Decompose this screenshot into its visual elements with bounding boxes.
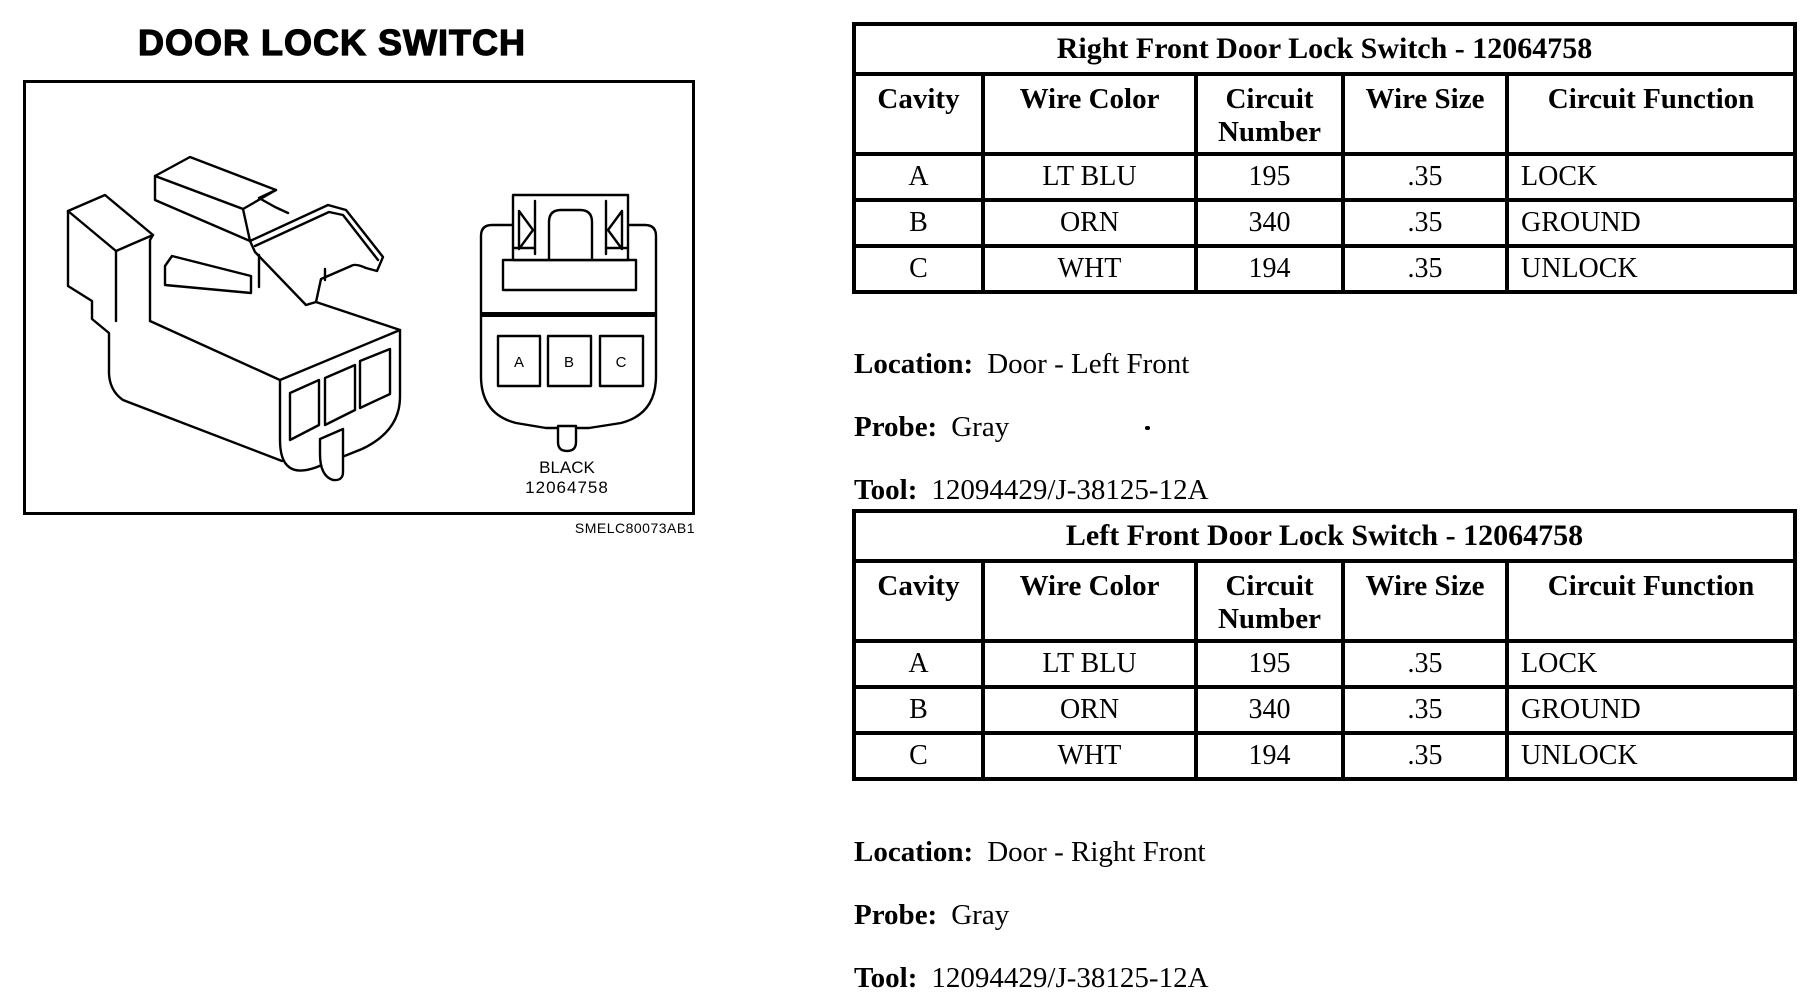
cavity-cell: B [852, 685, 985, 735]
header-row: Cavity Wire Color Circuit Number Wire Si… [852, 559, 1798, 643]
cavity-cell: B [852, 198, 985, 248]
circuit-number-cell: 195 [1194, 152, 1345, 202]
col-header-circuit-number: Circuit Number [1194, 72, 1345, 156]
probe-label: Probe: [854, 899, 938, 931]
wire-color-cell: LT BLU [981, 152, 1198, 202]
connector-line-drawing: A B C BLACK 12064758 [66, 155, 658, 497]
connector-color-label: BLACK [539, 458, 595, 477]
tool-value: 12094429/J-38125-12A [931, 474, 1209, 506]
table-row: A LT BLU 195 .35 LOCK [852, 152, 1798, 202]
col-header-cavity: Cavity [852, 72, 985, 156]
probe-label: Probe: [854, 411, 938, 443]
wire-color-cell: LT BLU [981, 639, 1198, 689]
col-header-wire-color: Wire Color [981, 72, 1198, 156]
col-header-wire-size: Wire Size [1341, 559, 1509, 643]
wire-color-cell: ORN [981, 198, 1198, 248]
location-label: Location: [854, 836, 974, 868]
connector-isometric-view [66, 155, 402, 482]
col-header-circuit-number: Circuit Number [1194, 559, 1345, 643]
table-title: Right Front Door Lock Switch - 12064758 [851, 22, 1798, 76]
circuit-function-cell: GROUND [1504, 685, 1798, 735]
tool-label: Tool: [854, 962, 918, 994]
tool-value: 12094429/J-38125-12A [931, 962, 1209, 994]
cavity-a-box [496, 334, 542, 388]
circuit-function-cell: LOCK [1504, 639, 1798, 689]
location-value: Door - Left Front [987, 348, 1190, 380]
figure-title: DOOR LOCK SWITCH [137, 21, 526, 63]
wire-size-cell: .35 [1341, 198, 1509, 248]
circuit-number-cell: 340 [1194, 198, 1345, 248]
circuit-number-cell: 195 [1194, 639, 1345, 689]
circuit-number-cell: 194 [1194, 244, 1345, 294]
table-row: B ORN 340 .35 GROUND [852, 198, 1798, 248]
wire-size-cell: .35 [1341, 685, 1509, 735]
circuit-number-cell: 340 [1194, 685, 1345, 735]
tool-label: Tool: [854, 474, 918, 506]
wire-size-cell: .35 [1341, 244, 1509, 294]
col-header-wire-size: Wire Size [1341, 72, 1509, 156]
cavity-c-box [598, 334, 645, 388]
circuit-function-cell: UNLOCK [1504, 731, 1798, 781]
circuit-number-cell: 194 [1194, 731, 1345, 781]
probe-line: Probe: Gray [854, 411, 1009, 444]
probe-line: Probe: Gray [854, 899, 1009, 932]
col-header-cavity: Cavity [852, 559, 985, 643]
circuit-function-cell: UNLOCK [1504, 244, 1798, 294]
table-title: Left Front Door Lock Switch - 12064758 [851, 509, 1798, 563]
wire-color-cell: WHT [981, 244, 1198, 294]
location-line: Location: Door - Left Front [854, 348, 1189, 381]
circuit-function-cell: LOCK [1504, 152, 1798, 202]
header-row: Cavity Wire Color Circuit Number Wire Si… [852, 72, 1798, 156]
tool-line: Tool: 12094429/J-38125-12A [854, 474, 1209, 507]
cavity-cell: C [852, 731, 985, 781]
connector-face-view [479, 193, 658, 453]
cavity-cell: A [852, 152, 985, 202]
table-row: C WHT 194 .35 UNLOCK [852, 244, 1798, 294]
cavity-a-label: A [514, 354, 524, 371]
col-header-circuit-function: Circuit Function [1504, 72, 1798, 156]
wire-size-cell: .35 [1341, 152, 1509, 202]
tool-line: Tool: 12094429/J-38125-12A [854, 962, 1209, 995]
scan-artifact-dot [1145, 426, 1150, 430]
connector-part-number: 12064758 [525, 478, 609, 497]
table-row: C WHT 194 .35 UNLOCK [852, 731, 1798, 781]
wire-size-cell: .35 [1341, 731, 1509, 781]
cavity-b-label: B [564, 354, 574, 371]
location-value: Door - Right Front [987, 836, 1206, 868]
cavity-cell: C [852, 244, 985, 294]
table-row: A LT BLU 195 .35 LOCK [852, 639, 1798, 689]
wire-size-cell: .35 [1341, 639, 1509, 689]
location-line: Location: Door - Right Front [854, 836, 1206, 869]
circuit-function-cell: GROUND [1504, 198, 1798, 248]
connector-figure-box: A B C BLACK 12064758 [23, 80, 695, 515]
table-row: B ORN 340 .35 GROUND [852, 685, 1798, 735]
location-label: Location: [854, 348, 974, 380]
wire-color-cell: WHT [981, 731, 1198, 781]
cavity-cell: A [852, 639, 985, 689]
probe-value: Gray [951, 899, 1010, 931]
probe-value: Gray [951, 411, 1010, 443]
right-front-door-lock-switch-table: Right Front Door Lock Switch - 12064758 … [851, 22, 1798, 294]
left-front-door-lock-switch-table: Left Front Door Lock Switch - 12064758 C… [851, 509, 1798, 781]
col-header-wire-color: Wire Color [981, 559, 1198, 643]
figure-code: SMELC80073AB1 [574, 520, 695, 536]
cavity-c-label: C [616, 354, 627, 371]
wire-color-cell: ORN [981, 685, 1198, 735]
cavity-b-box [546, 334, 593, 388]
col-header-circuit-function: Circuit Function [1504, 559, 1798, 643]
